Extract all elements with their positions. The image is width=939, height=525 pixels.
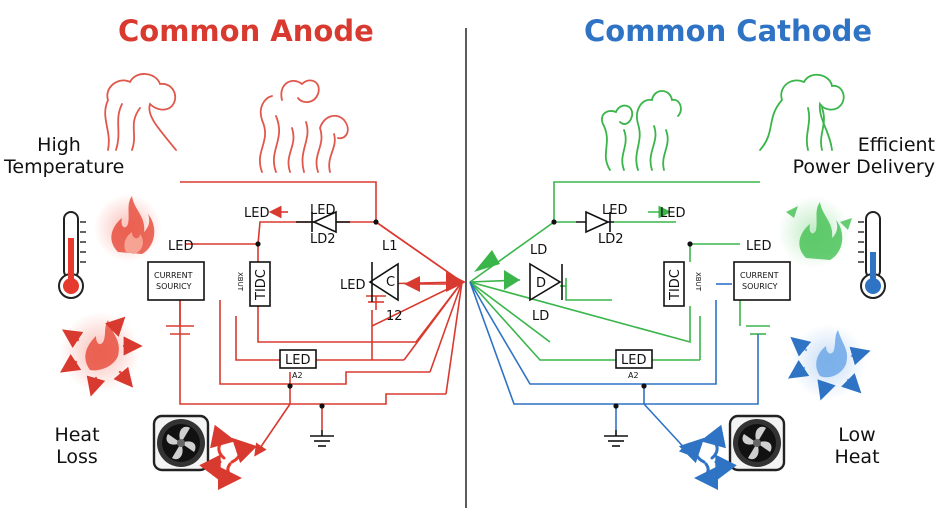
steam-icon-right [601, 73, 845, 171]
cs-line1-right: CURRENT [740, 271, 779, 280]
cs-line2-right: SOURICY [742, 282, 778, 291]
converge-arrowhead-right [474, 250, 500, 272]
a2-right: A2 [628, 371, 639, 380]
d-label: D [536, 276, 546, 291]
converge-arrowhead-left [446, 272, 466, 292]
steam-icon [104, 73, 349, 173]
ground-icon [310, 430, 334, 447]
label-high: High [37, 134, 81, 156]
current-source-right [733, 261, 791, 301]
ground-icon-right [604, 430, 628, 447]
left-title: Common Anode [118, 14, 374, 48]
tidc-small-right: XBUT [694, 272, 702, 292]
heat-arrows-icon [60, 316, 143, 397]
fan-icon [152, 414, 210, 472]
thermometer-icon [58, 211, 86, 299]
right-title: Common Cathode [584, 14, 873, 48]
label-temperature: Temperature [4, 156, 125, 178]
cool-arrows-icon [788, 330, 871, 401]
tidc-text-right: TIDC [668, 269, 683, 301]
label-efficient: Efficient [857, 134, 935, 156]
junction-dots-left [255, 219, 379, 409]
thermometer-icon-right [858, 211, 886, 299]
cs-line2-left: SOURICY [156, 282, 192, 291]
cathode-wiring-blue [469, 281, 759, 457]
label-low-heat: Low Heat [822, 424, 892, 468]
label-heat-right: Heat [834, 446, 880, 468]
led-diode-b-right: LED [660, 206, 685, 221]
label-efficient-power: Efficient Power Delivery [790, 134, 935, 178]
label-loss: Loss [56, 446, 98, 468]
ld2-left: LD2 [310, 232, 336, 247]
ld-top-right: LD [530, 243, 547, 258]
led-bottom-left: LED [285, 353, 310, 368]
led-diode-a-right: LED [602, 203, 627, 218]
current-source-left [147, 261, 205, 301]
diode-ld2-left [296, 210, 350, 234]
l2-label: 12 [386, 309, 403, 324]
label-high-temperature: High Temperature [4, 134, 125, 178]
cathode-wiring-green [469, 181, 770, 361]
led-mid-left: LED [340, 278, 365, 293]
tidc-right [663, 261, 685, 307]
led-cs-right: LED [746, 239, 771, 254]
ld2-right: LD2 [598, 232, 624, 247]
airflow-icon-right [678, 424, 737, 490]
flame-icon [111, 196, 155, 254]
airflow-icon [199, 424, 258, 490]
d-triangle [529, 262, 563, 302]
fan-icon-right [728, 414, 786, 472]
c-input-arrow [404, 276, 420, 292]
led-box-left [279, 349, 317, 369]
c-label: C [386, 275, 395, 290]
cs-line1-left: CURRENT [154, 271, 193, 280]
led-diode-left: LED [310, 203, 335, 218]
d-input-arrow [504, 270, 520, 290]
led-bottom-right: LED [621, 353, 646, 368]
led-box-right [615, 349, 653, 369]
leaf-flame-icon [786, 202, 852, 260]
led-top-left: LED [244, 206, 269, 221]
label-heat-left: Heat [54, 424, 100, 446]
c-triangle [368, 262, 399, 302]
tidc-small-left: XBUT [236, 272, 244, 292]
diode-ld2-right [576, 210, 614, 234]
tidc-text-left: TIDC [254, 269, 269, 301]
a2-left: A2 [292, 371, 303, 380]
led-cs-left: LED [168, 239, 193, 254]
junction-dots-right [551, 219, 693, 409]
tidc-left [249, 261, 271, 307]
l1-label: L1 [382, 239, 398, 254]
label-heat-loss: Heat Loss [42, 424, 112, 468]
ld-bottom-right: LD [532, 309, 549, 324]
label-low: Low [838, 424, 876, 446]
label-power-delivery: Power Delivery [792, 156, 935, 178]
